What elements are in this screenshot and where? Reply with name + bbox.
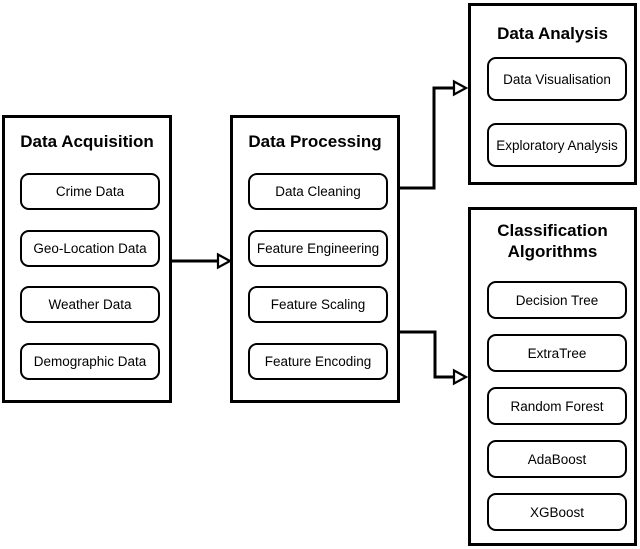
- node-geo-location-data: Geo-Location Data: [20, 230, 160, 267]
- group-title: Data Processing: [248, 132, 382, 151]
- node-label: Data Cleaning: [275, 184, 361, 199]
- node-xgboost: XGBoost: [487, 493, 627, 531]
- node-label: Demographic Data: [33, 354, 147, 369]
- node-decision-tree: Decision Tree: [487, 281, 627, 319]
- node-random-forest: Random Forest: [487, 387, 627, 425]
- node-data-cleaning: Data Cleaning: [248, 173, 388, 210]
- node-label: Data Visualisation: [503, 71, 611, 87]
- arrowhead-icon: [452, 79, 469, 97]
- node-crime-data: Crime Data: [20, 173, 160, 210]
- node-label: Decision Tree: [515, 292, 599, 308]
- node-data-visualisation: Data Visualisation: [487, 57, 627, 101]
- node-label: ExtraTree: [527, 345, 587, 361]
- node-label: XGBoost: [529, 504, 585, 520]
- node-feature-scaling: Feature Scaling: [248, 286, 388, 323]
- node-label: Random Forest: [510, 398, 604, 414]
- arrowhead-icon: [216, 252, 233, 270]
- group-title: Data Acquisition: [20, 132, 154, 151]
- node-demographic-data: Demographic Data: [20, 343, 160, 380]
- node-label: Crime Data: [55, 184, 125, 199]
- connector-acquisition-to-processing: [171, 252, 233, 270]
- node-label: Feature Scaling: [270, 297, 366, 312]
- node-feature-engineering: Feature Engineering: [248, 230, 388, 267]
- node-extratree: ExtraTree: [487, 334, 627, 372]
- group-title: Data Analysis: [497, 24, 608, 43]
- node-label: AdaBoost: [527, 451, 587, 467]
- node-label: Feature Engineering: [256, 241, 380, 256]
- node-feature-encoding: Feature Encoding: [248, 343, 388, 380]
- connector-processing-to-classification: [400, 330, 469, 386]
- group-box-data-acquisition: Data Acquisition Crime Data Geo-Location…: [2, 115, 172, 403]
- node-weather-data: Weather Data: [20, 286, 160, 323]
- node-label: Geo-Location Data: [33, 241, 147, 256]
- group-box-data-analysis: Data Analysis Data Visualisation Explora…: [468, 3, 637, 185]
- group-box-data-processing: Data Processing Data Cleaning Feature En…: [230, 115, 400, 403]
- node-label: Feature Encoding: [264, 354, 372, 369]
- node-adaboost: AdaBoost: [487, 440, 627, 478]
- group-box-classification-algorithms: Classification Algorithms Decision Tree …: [468, 207, 637, 546]
- group-title: Classification Algorithms: [497, 221, 608, 262]
- node-label: Exploratory Analysis: [496, 137, 618, 153]
- arrowhead-icon: [452, 368, 469, 386]
- connector-processing-to-analysis: [400, 79, 469, 190]
- node-exploratory-analysis: Exploratory Analysis: [487, 123, 627, 167]
- node-label: Weather Data: [48, 297, 132, 312]
